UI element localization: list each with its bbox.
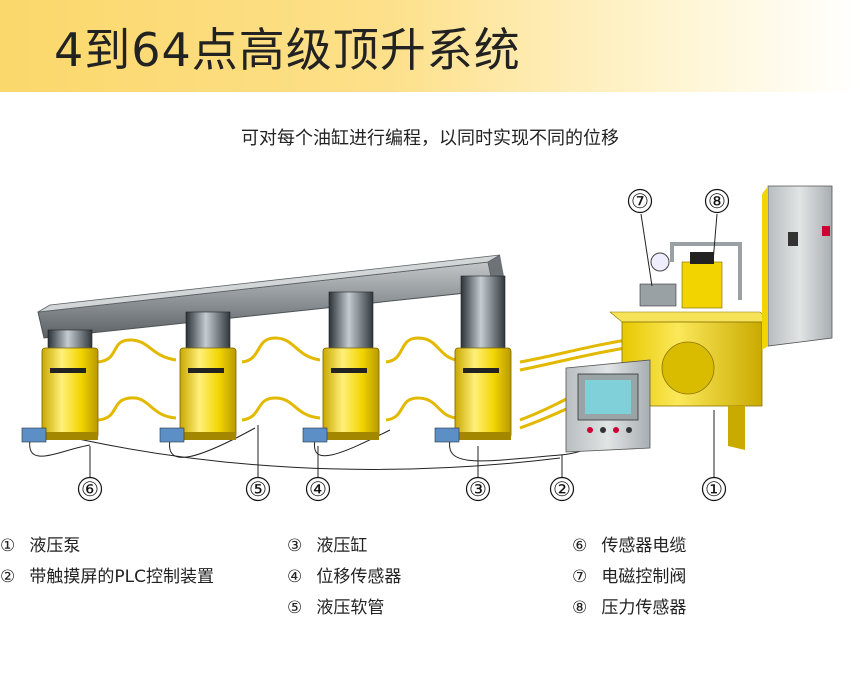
callout-leader-lines [89,213,718,478]
legend-label: 传感器电缆 [601,536,687,556]
electrical-cabinet [762,185,833,350]
svg-text:⑦: ⑦ [631,189,649,213]
hydraulic-cylinder-4 [434,275,512,443]
svg-text:②: ② [553,477,571,501]
legend-number: ⑤ [287,598,303,618]
callout-3: ③ [465,476,491,502]
callout-8: ⑧ [704,188,730,214]
hydraulic-cylinder-3 [302,291,380,443]
legend-label: 电磁控制阀 [601,567,687,587]
legend-item: ④ 位移传感器 [287,562,401,593]
svg-text:⑤: ⑤ [249,477,267,501]
hydraulic-cylinder-1 [21,329,99,443]
svg-text:⑧: ⑧ [708,189,726,213]
page-title: 4到64点高级顶升系统 [54,23,521,77]
legend-column-3: ⑥ 传感器电缆 ⑦ 电磁控制阀 ⑧ 压力传感器 [572,531,686,624]
legend-label: 液压缸 [316,536,368,556]
legend-item: ② 带触摸屏的PLC控制装置 [0,562,214,593]
callout-6: ⑥ [77,476,103,502]
legend-label: 带触摸屏的PLC控制装置 [29,567,214,587]
legend-number: ⑦ [572,567,588,587]
svg-text:⑥: ⑥ [81,477,99,501]
callout-1: ① [701,476,727,502]
svg-text:③: ③ [469,477,487,501]
callout-7: ⑦ [627,188,653,214]
title-banner [0,0,860,92]
legend-label: 压力传感器 [601,598,687,618]
hydraulic-cylinder-2 [159,311,237,443]
steel-beam [37,254,505,339]
legend-number: ① [0,536,16,556]
legend-label: 位移传感器 [316,567,402,587]
legend-item: ⑦ 电磁控制阀 [572,562,686,593]
legend-item: ⑧ 压力传感器 [572,593,686,624]
legend-item: ⑥ 传感器电缆 [572,531,686,562]
legend-column-1: ① 液压泵 ② 带触摸屏的PLC控制装置 [0,531,214,593]
legend-label: 液压软管 [316,598,385,618]
svg-text:①: ① [705,477,723,501]
plc-controller [565,359,651,453]
legend-number: ⑥ [572,536,588,556]
callout-5: ⑤ [245,476,271,502]
callout-4: ④ [305,476,331,502]
legend-column-2: ③ 液压缸 ④ 位移传感器 ⑤ 液压软管 [287,531,401,624]
svg-text:④: ④ [309,477,327,501]
legend-number: ⑧ [572,598,588,618]
legend-item: ③ 液压缸 [287,531,401,562]
callout-2: ② [549,476,575,502]
legend-number: ③ [287,536,303,556]
subtitle: 可对每个油缸进行编程，以同时实现不同的位移 [241,128,619,149]
legend-item: ① 液压泵 [0,531,214,562]
legend-number: ② [0,567,16,587]
legend-number: ④ [287,567,303,587]
legend-label: 液压泵 [29,536,81,556]
legend-item: ⑤ 液压软管 [287,593,401,624]
